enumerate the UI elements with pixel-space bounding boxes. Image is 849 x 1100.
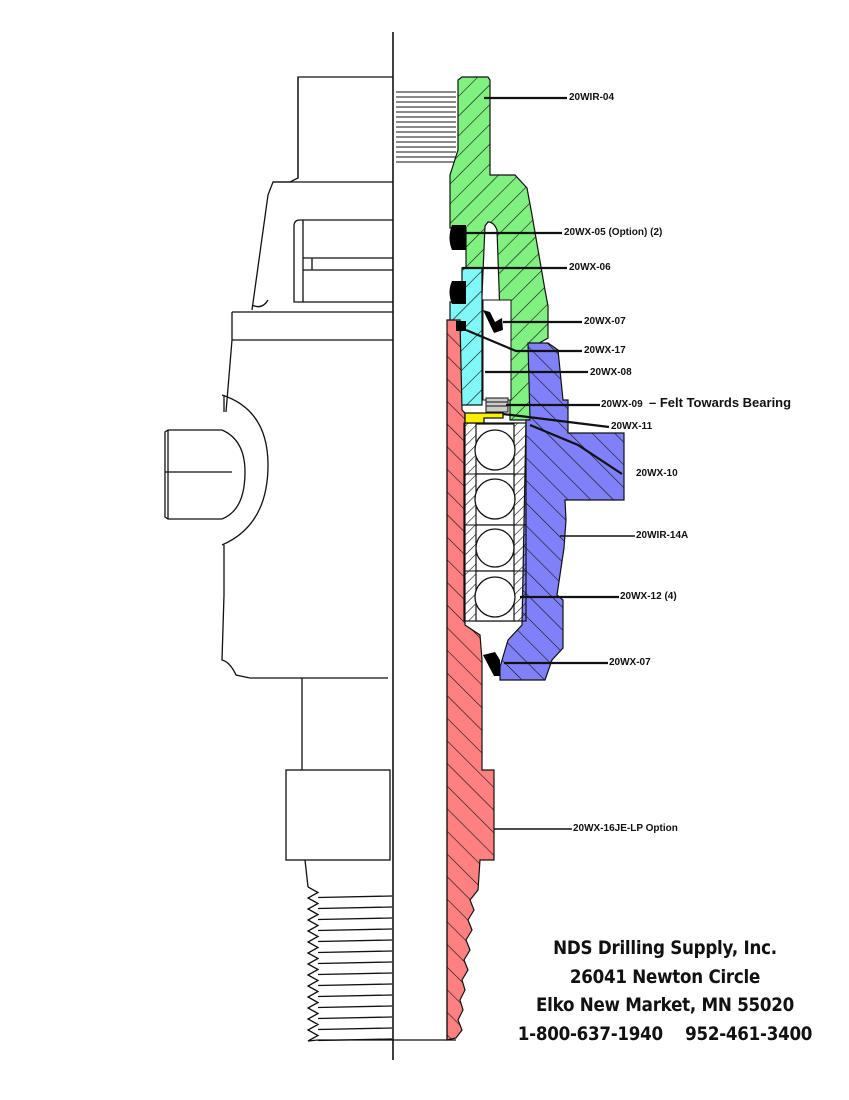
- bearing-ball: [474, 478, 516, 520]
- bearing-ball: [475, 528, 515, 568]
- callout-20wx-09-note: – Felt Towards Bearing: [649, 395, 792, 410]
- callout-20wx-12: 20WX-12 (4): [620, 591, 677, 602]
- seal-20wx-17: [456, 321, 466, 331]
- thread-line: [317, 1016, 393, 1020]
- callout-20wx-06: 20WX-06: [569, 262, 611, 273]
- seals: [449, 225, 503, 676]
- callout-20wx-16je-lp: 20WX-16JE-LP Option: [573, 823, 678, 834]
- seal-20wx-07-lower: [483, 652, 500, 676]
- thread-line: [317, 1005, 393, 1009]
- thread-line: [317, 1038, 393, 1042]
- callout-20wx-09: 20WX-09: [601, 399, 643, 410]
- thread-line: [317, 961, 393, 965]
- callout-20wx-10: 20WX-10: [636, 468, 678, 479]
- thread-line: [317, 1027, 393, 1031]
- thread-line: [317, 994, 393, 998]
- leader-lines: [462, 96, 635, 830]
- company-contact-block: NDS Drilling Supply, Inc. 26041 Newton C…: [490, 934, 840, 1048]
- seal-20wx-05-lower: [449, 281, 466, 304]
- hatch-overlay: [450, 77, 548, 420]
- part-20wx-11-yellow: [464, 412, 504, 424]
- thread-line: [317, 906, 393, 910]
- company-name: NDS Drilling Supply, Inc.: [553, 937, 777, 959]
- thread-line: [317, 972, 393, 976]
- callout-20wx-11: 20WX-11: [611, 421, 653, 432]
- callout-20wx-07-upper: 20WX-07: [584, 316, 626, 327]
- bearing-stack-20wx-12: [463, 422, 527, 622]
- part-20wx-09-felt: [485, 397, 509, 413]
- male-thread-left: [306, 886, 393, 1042]
- callout-20wx-05: 20WX-05 (Option) (2): [564, 227, 663, 238]
- company-city: Elko New Market, MN 55020: [535, 994, 795, 1016]
- company-phones: 1-800-637-1940 952-461-3400: [517, 1022, 813, 1045]
- thread-line: [317, 939, 393, 943]
- thread-line: [317, 983, 393, 987]
- callout-20wir-04: 20WIR-04: [569, 92, 615, 103]
- thread-line: [317, 917, 393, 921]
- callout-20wx-17: 20WX-17: [584, 345, 626, 356]
- internal-thread-top: [396, 91, 456, 163]
- callout-20wir-14a: 20WIR-14A: [636, 530, 689, 541]
- callout-20wx-07-lower: 20WX-07: [609, 657, 651, 668]
- callout-20wx-08: 20WX-08: [590, 367, 632, 378]
- bearing-ball: [474, 576, 516, 618]
- seal-20wx-07-upper: [483, 310, 503, 333]
- seal-20wx-05-upper: [449, 225, 466, 250]
- bearing-ball: [474, 429, 516, 471]
- exterior-outline: [164, 32, 394, 1060]
- thread-line: [317, 895, 393, 899]
- company-street: 26041 Newton Circle: [569, 965, 761, 988]
- thread-line: [317, 928, 393, 932]
- thread-line: [317, 950, 393, 954]
